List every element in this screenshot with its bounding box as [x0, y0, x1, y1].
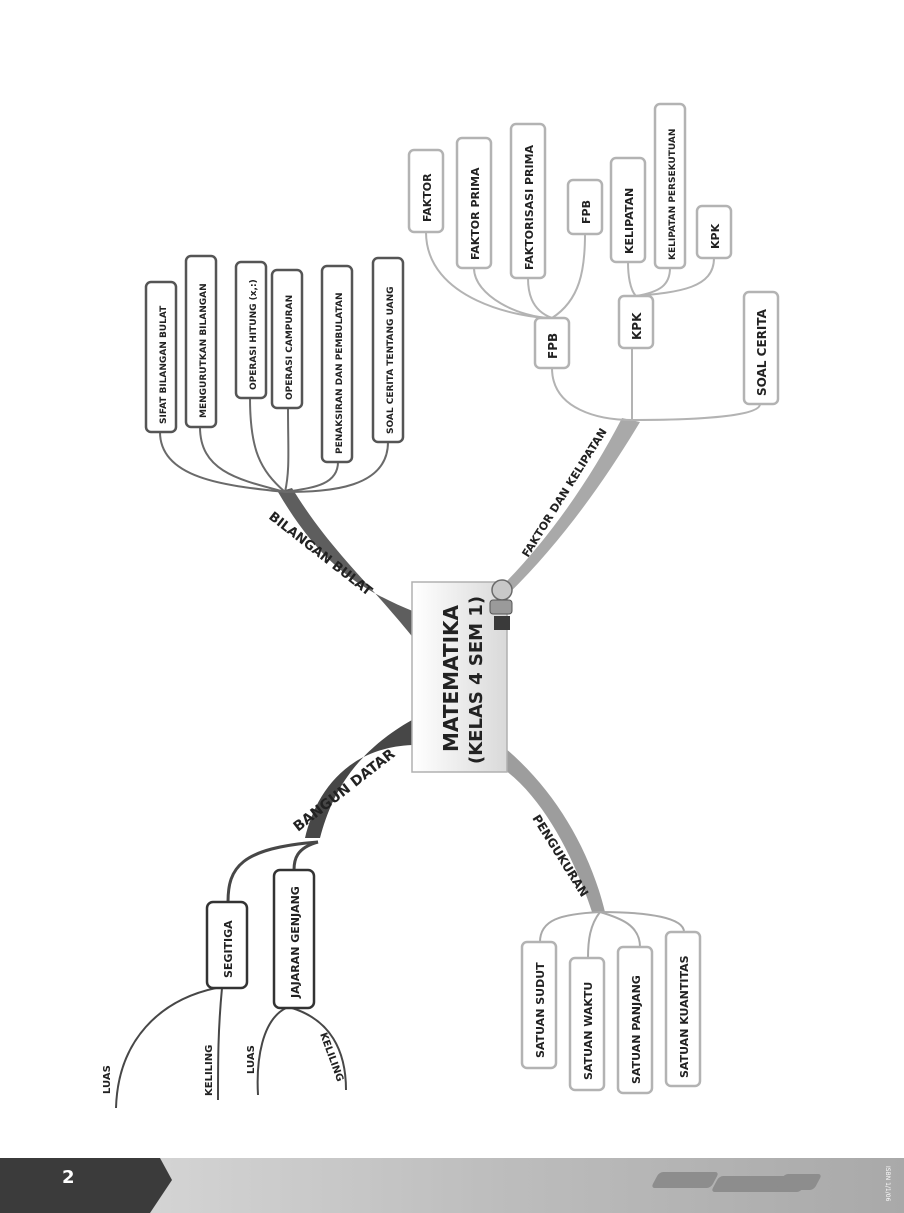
faktor-nodes: FPB KPK SOAL CERITA FAKTOR FAKTOR PRIMA …	[407, 102, 780, 406]
leaf-keliling-segitiga: KELILING	[204, 1045, 215, 1096]
leaf-luas-jajaran: LUAS	[246, 1045, 257, 1074]
node-kpk-leaf: KPK	[709, 223, 722, 249]
node-jajaran-genjang: JAJARAN GENJANG	[289, 886, 302, 999]
node-segitiga: SEGITIGA	[222, 920, 235, 978]
page-number-tab: 2	[0, 1158, 172, 1213]
pengukuran-nodes: SATUAN SUDUT SATUAN WAKTU SATUAN PANJANG…	[520, 930, 702, 1095]
bilangan-bulat-connectors	[159, 397, 389, 493]
node-fpb: FPB	[546, 333, 560, 359]
node-mengurutkan-bilangan: MENGURUTKAN BILANGAN	[199, 283, 209, 418]
branch-bangun-datar	[305, 720, 412, 838]
branch-faktor-kelipatan	[502, 418, 640, 600]
node-satuan-sudut: SATUAN SUDUT	[534, 962, 547, 1058]
footer-decoration	[775, 1174, 823, 1190]
node-operasi-hitung: OPERASI HITUNG (x,:)	[249, 279, 259, 390]
page-footer: 2 ISBN 1/1/06	[0, 1158, 904, 1213]
node-operasi-campuran: OPERASI CAMPURAN	[285, 295, 295, 400]
label-faktor-kelipatan: FAKTOR DAN KELIPATAN	[520, 426, 610, 560]
center-subtitle: (KELAS 4 SEM 1)	[466, 596, 487, 764]
branch-pengukuran	[505, 748, 605, 912]
node-faktorisasi-prima: FAKTORISASI PRIMA	[523, 144, 536, 270]
node-kelipatan: KELIPATAN	[623, 188, 636, 254]
branch-bilangan-bulat	[278, 488, 415, 640]
label-bilangan-bulat: BILANGAN BULAT	[266, 509, 375, 599]
bangun-datar-connectors	[226, 840, 319, 903]
node-kpk: KPK	[630, 312, 644, 340]
bangun-datar-nodes: SEGITIGA JAJARAN GENJANG LUAS KELILING L…	[102, 868, 345, 1096]
node-soal-cerita: SOAL CERITA	[755, 308, 769, 396]
node-sifat-bilangan-bulat: SIFAT BILANGAN BULAT	[159, 305, 169, 424]
pengukuran-connectors	[539, 911, 685, 959]
bangun-datar-leaves	[115, 987, 347, 1109]
student-figure-icon	[489, 579, 513, 630]
bilangan-bulat-nodes: SIFAT BILANGAN BULAT MENGURUTKAN BILANGA…	[144, 254, 405, 464]
node-faktor-prima: FAKTOR PRIMA	[469, 167, 482, 260]
node-soal-cerita-uang: SOAL CERITA TENTANG UANG	[386, 287, 396, 435]
node-kelipatan-persekutuan: KELIPATAN PERSEKUTUAN	[668, 129, 678, 260]
node-penaksiran-pembulatan: PENAKSIRAN DAN PEMBULATAN	[335, 292, 345, 454]
node-satuan-waktu: SATUAN WAKTU	[582, 982, 595, 1080]
node-satuan-kuantitas: SATUAN KUANTITAS	[678, 955, 691, 1078]
leaf-luas-segitiga: LUAS	[102, 1065, 113, 1094]
page-number: 2	[62, 1167, 75, 1188]
side-code: ISBN 1/1/06	[884, 1166, 891, 1202]
node-fpb-leaf: FPB	[580, 200, 593, 224]
node-faktor: FAKTOR	[421, 173, 434, 222]
node-satuan-panjang: SATUAN PANJANG	[630, 975, 643, 1084]
footer-decoration	[650, 1172, 720, 1188]
label-bangun-datar: BANGUN DATAR	[291, 746, 399, 835]
mind-map: MATEMATIKA (KELAS 4 SEM 1) BILANGAN BULA…	[102, 102, 780, 1109]
center-title: MATEMATIKA	[439, 604, 463, 752]
